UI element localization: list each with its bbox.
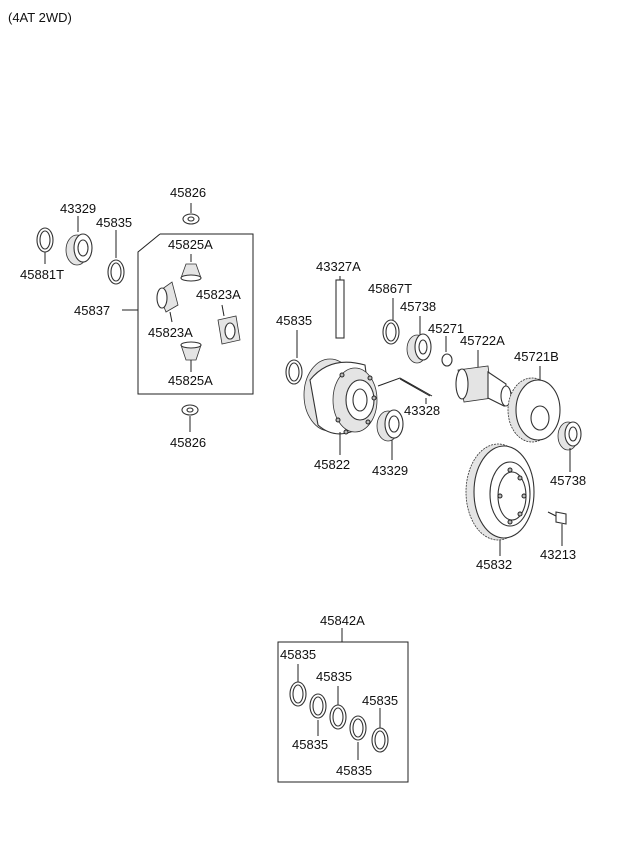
- pin-43327a: [335, 279, 345, 339]
- label-45825a-top: 45825A: [168, 237, 213, 252]
- label-kit-45835-c: 45835: [362, 693, 399, 708]
- plug-45271: [441, 353, 453, 367]
- label-45826-top: 45826: [170, 185, 207, 200]
- label-45825a-bottom: 45825A: [168, 373, 213, 388]
- label-43328: 43328: [404, 403, 441, 418]
- label-45721b: 45721B: [514, 349, 559, 364]
- label-kit-45835-b: 45835: [316, 669, 353, 684]
- label-kit-45835-e: 45835: [336, 763, 373, 778]
- label-45835-mid: 45835: [276, 313, 313, 328]
- label-kit-45835-d: 45835: [292, 737, 329, 752]
- label-43329-left: 43329: [60, 201, 97, 216]
- label-45722a: 45722A: [460, 333, 505, 348]
- label-45822: 45822: [314, 457, 351, 472]
- label-45738-right: 45738: [550, 473, 587, 488]
- diff-case-45822: [303, 358, 378, 435]
- label-43329-mid: 43329: [372, 463, 409, 478]
- leader-45823a-left: [169, 311, 173, 323]
- label-45826-bottom: 45826: [170, 435, 207, 450]
- gear-45721b: [507, 377, 561, 443]
- label-45867t: 45867T: [368, 281, 413, 296]
- label-45738-top: 45738: [400, 299, 437, 314]
- gear-set-bracket: [137, 233, 254, 395]
- label-45835-left: 45835: [96, 215, 133, 230]
- label-45837: 45837: [74, 303, 111, 318]
- pinion-shaft-45722a: [455, 365, 512, 407]
- label-45832: 45832: [476, 557, 513, 572]
- shaft-43328: [377, 377, 433, 397]
- ring-gear-45832: [465, 443, 535, 541]
- kit-washers: [289, 681, 389, 753]
- label-45823a-left: 45823A: [148, 325, 193, 340]
- label-45842a: 45842A: [320, 613, 365, 628]
- leader-45823a-right: [221, 304, 225, 317]
- label-45823a-right: 45823A: [196, 287, 241, 302]
- label-45271: 45271: [428, 321, 465, 336]
- label-45881t: 45881T: [20, 267, 65, 282]
- variant-header: (4AT 2WD): [8, 10, 72, 25]
- label-43327a: 43327A: [316, 259, 361, 274]
- label-kit-45835-a: 45835: [280, 647, 317, 662]
- kit-box-45842a: [277, 641, 409, 783]
- label-43213: 43213: [540, 547, 577, 562]
